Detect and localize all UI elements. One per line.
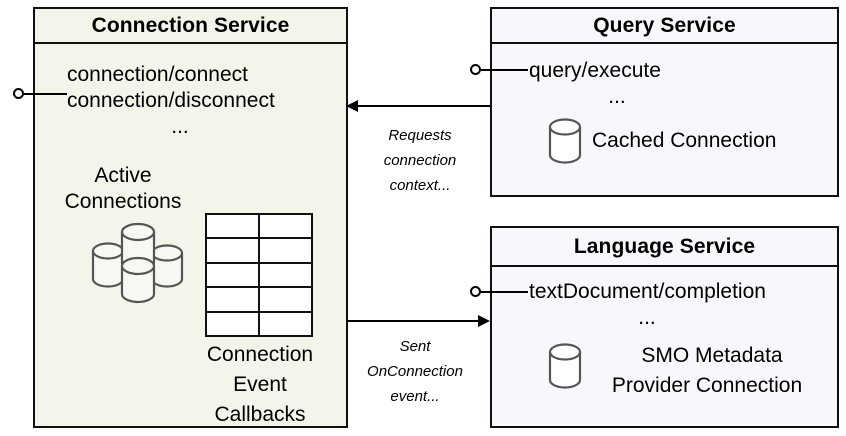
- connection-service-body: connection/connect connection/disconnect…: [35, 44, 346, 426]
- language-service-title: Language Service: [492, 228, 837, 267]
- query-service-operations-ellipsis: ...: [608, 85, 626, 108]
- operation-textdocument-completion[interactable]: textDocument/completion: [529, 280, 766, 303]
- database-cylinder-icon: [547, 343, 583, 389]
- edge-label-requests-line2: connection: [383, 152, 457, 169]
- edge-label-sent-line1: Sent: [399, 338, 431, 355]
- operation-connection-connect[interactable]: connection/connect: [67, 63, 248, 86]
- edge-connection-to-language-line: [348, 320, 478, 322]
- edge-label-requests-line1: Requests: [388, 127, 452, 144]
- edge-query-to-connection-line: [358, 105, 490, 107]
- edge-label-sent-line3: event...: [390, 388, 440, 405]
- multi-database-icon: [85, 222, 190, 308]
- query-service-lollipop-stem: [481, 69, 528, 71]
- query-service-body: query/execute ... Cached Connection: [492, 44, 837, 195]
- callbacks-label-line2: Event: [233, 373, 287, 396]
- operation-connection-disconnect[interactable]: connection/disconnect: [67, 89, 275, 112]
- operation-query-execute[interactable]: query/execute: [529, 59, 661, 82]
- connection-service-operations-ellipsis: ...: [171, 115, 189, 138]
- callbacks-label-line1: Connection: [206, 343, 314, 366]
- cached-connection-label: Cached Connection: [592, 129, 777, 152]
- callbacks-label-line3: Callbacks: [214, 403, 306, 426]
- language-service-operations-ellipsis: ...: [638, 306, 656, 329]
- connection-service-title: Connection Service: [35, 9, 346, 44]
- database-cylinder-icon: [547, 118, 583, 164]
- edge-label-sent-line2: OnConnection: [367, 363, 463, 380]
- edge-connection-to-language-arrowhead: [478, 315, 490, 327]
- active-connections-label-line1: Active: [94, 164, 152, 187]
- smo-metadata-label-line2: Provider Connection: [611, 374, 803, 397]
- active-connections-label-line2: Connections: [64, 190, 182, 213]
- connection-service-lollipop-icon[interactable]: [13, 88, 24, 99]
- language-service-lollipop-stem: [481, 291, 528, 293]
- component-query-service[interactable]: Query Service query/execute ... Cached C…: [490, 7, 839, 197]
- edge-label-requests-line3: context...: [389, 177, 451, 194]
- query-service-title: Query Service: [492, 9, 837, 44]
- language-service-body: textDocument/completion ... SMO Metadata…: [492, 267, 837, 426]
- component-language-service[interactable]: Language Service textDocument/completion…: [490, 226, 839, 428]
- component-connection-service[interactable]: Connection Service connection/connect co…: [33, 7, 348, 428]
- smo-metadata-label-line1: SMO Metadata: [641, 344, 783, 367]
- table-grid-icon: [205, 213, 313, 337]
- query-service-lollipop-icon[interactable]: [470, 64, 481, 75]
- connection-service-lollipop-stem: [24, 93, 67, 95]
- edge-query-to-connection-arrowhead: [346, 100, 358, 112]
- language-service-lollipop-icon[interactable]: [470, 286, 481, 297]
